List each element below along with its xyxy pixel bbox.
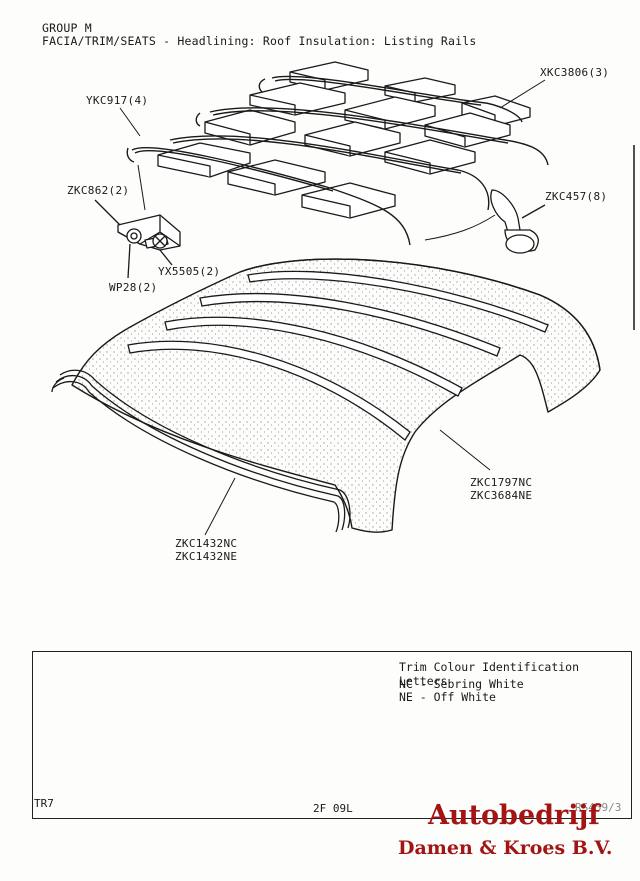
callout-rear-trim-nc: ZKC1432NC — [175, 537, 238, 550]
headlining-shell — [71, 258, 601, 533]
front-trim — [51, 369, 351, 533]
bracket-assembly — [94, 199, 181, 279]
page-title: FACIA/TRIM/SEATS - Headlining: Roof Insu… — [42, 34, 477, 48]
insulation-pads — [157, 61, 531, 219]
group-label: GROUP M — [42, 21, 92, 35]
shell-rails — [127, 270, 549, 441]
clip-part — [490, 189, 546, 254]
trim-code-ne: NE - Off White — [399, 690, 496, 704]
callout-listing-rail: YKC917(4) — [86, 94, 149, 107]
trim-colour-box: Trim Colour Identification Letters NC - … — [32, 651, 632, 819]
watermark-line1: Autobedrijf — [428, 800, 600, 831]
callout-rear-trim-ne: ZKC1432NE — [175, 550, 238, 563]
watermark-line2: Damen & Kroes B.V. — [398, 837, 613, 859]
footer-model: TR7 — [34, 797, 54, 810]
footer-ref: RS459/3 — [575, 801, 622, 814]
callout-insulation: XKC3806(3) — [540, 66, 610, 79]
callout-washer: WP28(2) — [109, 281, 158, 294]
trim-colour-title: Trim Colour Identification Letters — [399, 660, 580, 688]
callout-clip: ZKC457(8) — [545, 190, 608, 203]
callout-bracket: ZKC862(2) — [67, 184, 130, 197]
trim-code-nc: NC - Sebring White — [399, 677, 524, 691]
callout-headlining-nc: ZKC1797NC — [470, 476, 533, 489]
listing-rails — [126, 75, 549, 246]
footer-page: 2F 09L — [313, 802, 353, 815]
callout-headlining-ne: ZKC3684NE — [470, 489, 533, 502]
callout-screw: YX5505(2) — [158, 265, 221, 278]
